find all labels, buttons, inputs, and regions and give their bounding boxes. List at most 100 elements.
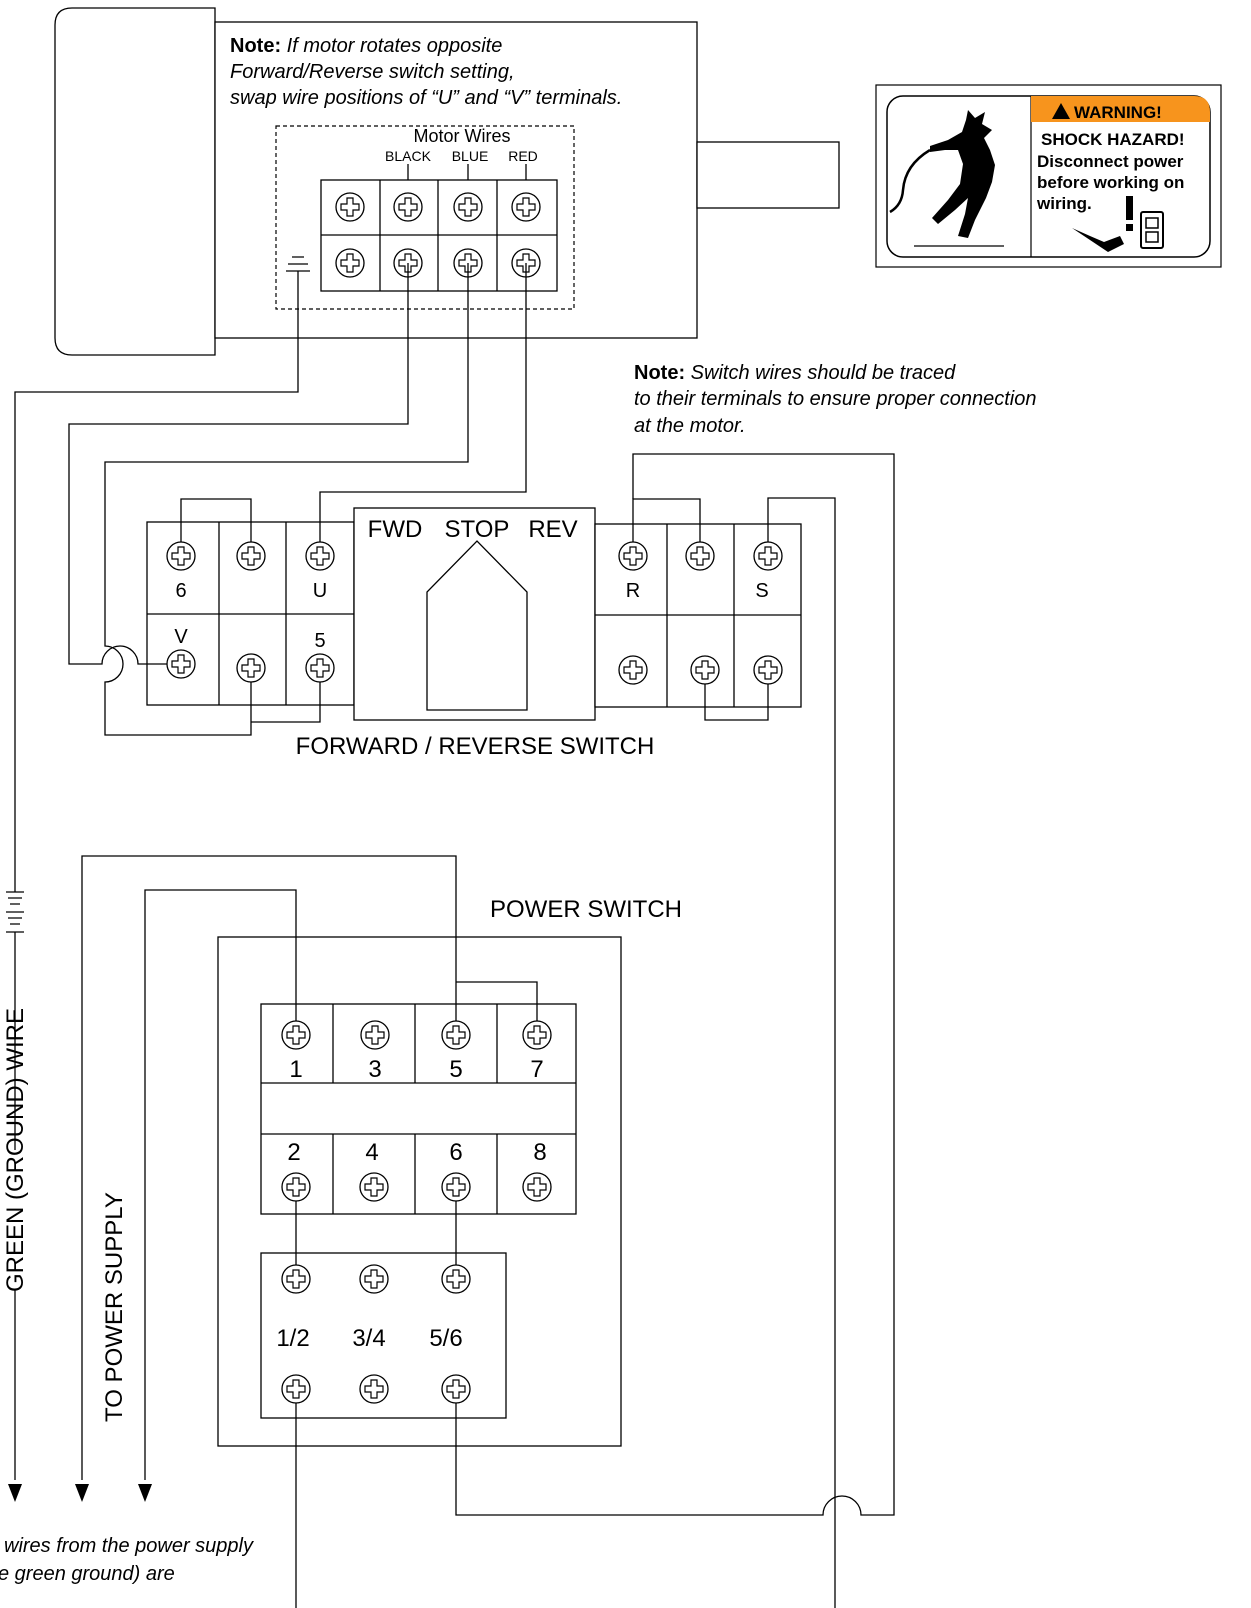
shocked-person-icon [889,110,1004,247]
power-screw-6 [441,1172,471,1202]
switch-note-line-2: to their terminals to ensure proper conn… [634,388,1036,410]
fr-screw [753,655,783,685]
motor: Note: If motor rotates opposite Forward/… [54,7,840,356]
fr-switch-title: FORWARD / REVERSE SWITCH [296,733,655,760]
wires [6,263,895,1608]
wire-color-black: BLACK [385,148,432,164]
warning-triangle-icon [1052,103,1070,119]
wire-color-red: RED [508,148,538,164]
fr-screw-s [753,541,783,571]
power-screw-1 [281,1020,311,1050]
power-screw [281,1264,311,1294]
power-label-5: 5 [449,1056,462,1083]
power-label-2: 2 [287,1139,300,1166]
jumper-r [632,498,701,542]
motor-screw [335,248,365,278]
power-label-5-6: 5/6 [429,1325,462,1352]
mode-rev: REV [528,516,577,543]
jumper-lower-right [704,684,769,721]
motor-screw [393,192,423,222]
bottom-note-line-1: wires from the power supply [4,1535,254,1557]
black-wire [68,263,409,665]
power-label-3-4: 3/4 [352,1325,385,1352]
blue-wire [104,263,469,736]
fr-screw-5 [305,653,335,683]
arrow-down-icon [8,1484,22,1502]
power-switch: POWER SWITCH 1 3 5 7 2 4 6 8 1/2 3/4 5/6 [217,896,682,1447]
mode-stop: STOP [445,516,510,543]
wire-color-blue: BLUE [452,148,489,164]
fr-screw-r [618,541,648,571]
arrow-down-icon [75,1484,89,1502]
power-screw [359,1374,389,1404]
fr-screw-u [305,541,335,571]
outlet-plug-icon [1072,211,1164,252]
power-label-1: 1 [289,1056,302,1083]
power-screw [281,1374,311,1404]
power-screw-3 [360,1020,390,1050]
motor-wires-title: Motor Wires [413,126,510,146]
red-wire [319,263,527,542]
fr-label-u: U [313,580,327,602]
jumper-5 [251,682,321,723]
fr-screw [236,653,266,683]
fr-screw [685,541,715,571]
motor-note: Note: If motor rotates opposite [230,35,502,57]
power-label-3: 3 [368,1056,381,1083]
fr-screw [690,655,720,685]
power-screw [359,1264,389,1294]
power-screw [441,1374,471,1404]
power-screw-4 [359,1172,389,1202]
fr-label-r: R [626,580,640,602]
warning-line-2: Disconnect power [1037,152,1184,171]
power-screw [441,1264,471,1294]
fr-screw-v [166,649,196,679]
fr-label-6: 6 [175,580,186,602]
ground-wire [14,290,299,888]
exclamation-icon [1126,196,1133,231]
shock-warning-label: WARNING! SHOCK HAZARD! Disconnect power … [875,84,1222,268]
motor-terminal-area [275,125,575,310]
switch-note-line-3: at the motor. [634,415,746,437]
power-screw-7 [522,1020,552,1050]
mode-fwd: FWD [368,516,423,543]
switch-note: Note: Switch wires should be traced to t… [634,362,1036,437]
warning-header: WARNING! [1074,103,1162,122]
supply-wire-2 [144,889,297,1480]
power-supply-label: TO POWER SUPPLY [101,1192,128,1422]
motor-screw [453,192,483,222]
power-jumper-5-7 [456,981,538,1021]
motor-terminal-block [320,179,558,292]
fr-screw [618,655,648,685]
forward-reverse-switch: FWD STOP REV 6 U V 5 R S FORWARD / REVER… [146,507,802,760]
power-label-4: 4 [365,1139,378,1166]
fr-label-v: V [174,626,188,648]
fr-screw [236,541,266,571]
motor-screw [335,192,365,222]
bottom-note-line-2: e green ground) are [0,1563,175,1585]
power-screw-2 [281,1172,311,1202]
warning-line-4: wiring. [1036,194,1092,213]
motor-screw [511,192,541,222]
ground-wire-label: GREEN (GROUND) WIRE [2,1008,29,1292]
power-label-7: 7 [530,1056,543,1083]
power-label-8: 8 [533,1139,546,1166]
motor-end-cap [54,7,216,356]
power-label-1-2: 1/2 [276,1325,309,1352]
warning-line-1: SHOCK HAZARD! [1041,130,1185,149]
ground-symbol-icon [6,888,24,948]
selector-knob [426,540,528,711]
warning-line-3: before working on [1037,173,1184,192]
supply-wire-1 [81,855,457,1480]
s-wire [767,497,836,1608]
svg-text:Note: Switch wires shoul: Note: Switch wires should be traced [634,362,956,384]
power-screw-8 [522,1172,552,1202]
motor-shaft [696,141,840,209]
fr-screw-6 [166,541,196,571]
power-screw-5 [441,1020,471,1050]
motor-note-line-3: swap wire positions of “U” and “V” termi… [230,87,622,109]
fr-label-5: 5 [314,630,325,652]
r-wire [455,453,895,1516]
arrow-down-icon [138,1484,152,1502]
